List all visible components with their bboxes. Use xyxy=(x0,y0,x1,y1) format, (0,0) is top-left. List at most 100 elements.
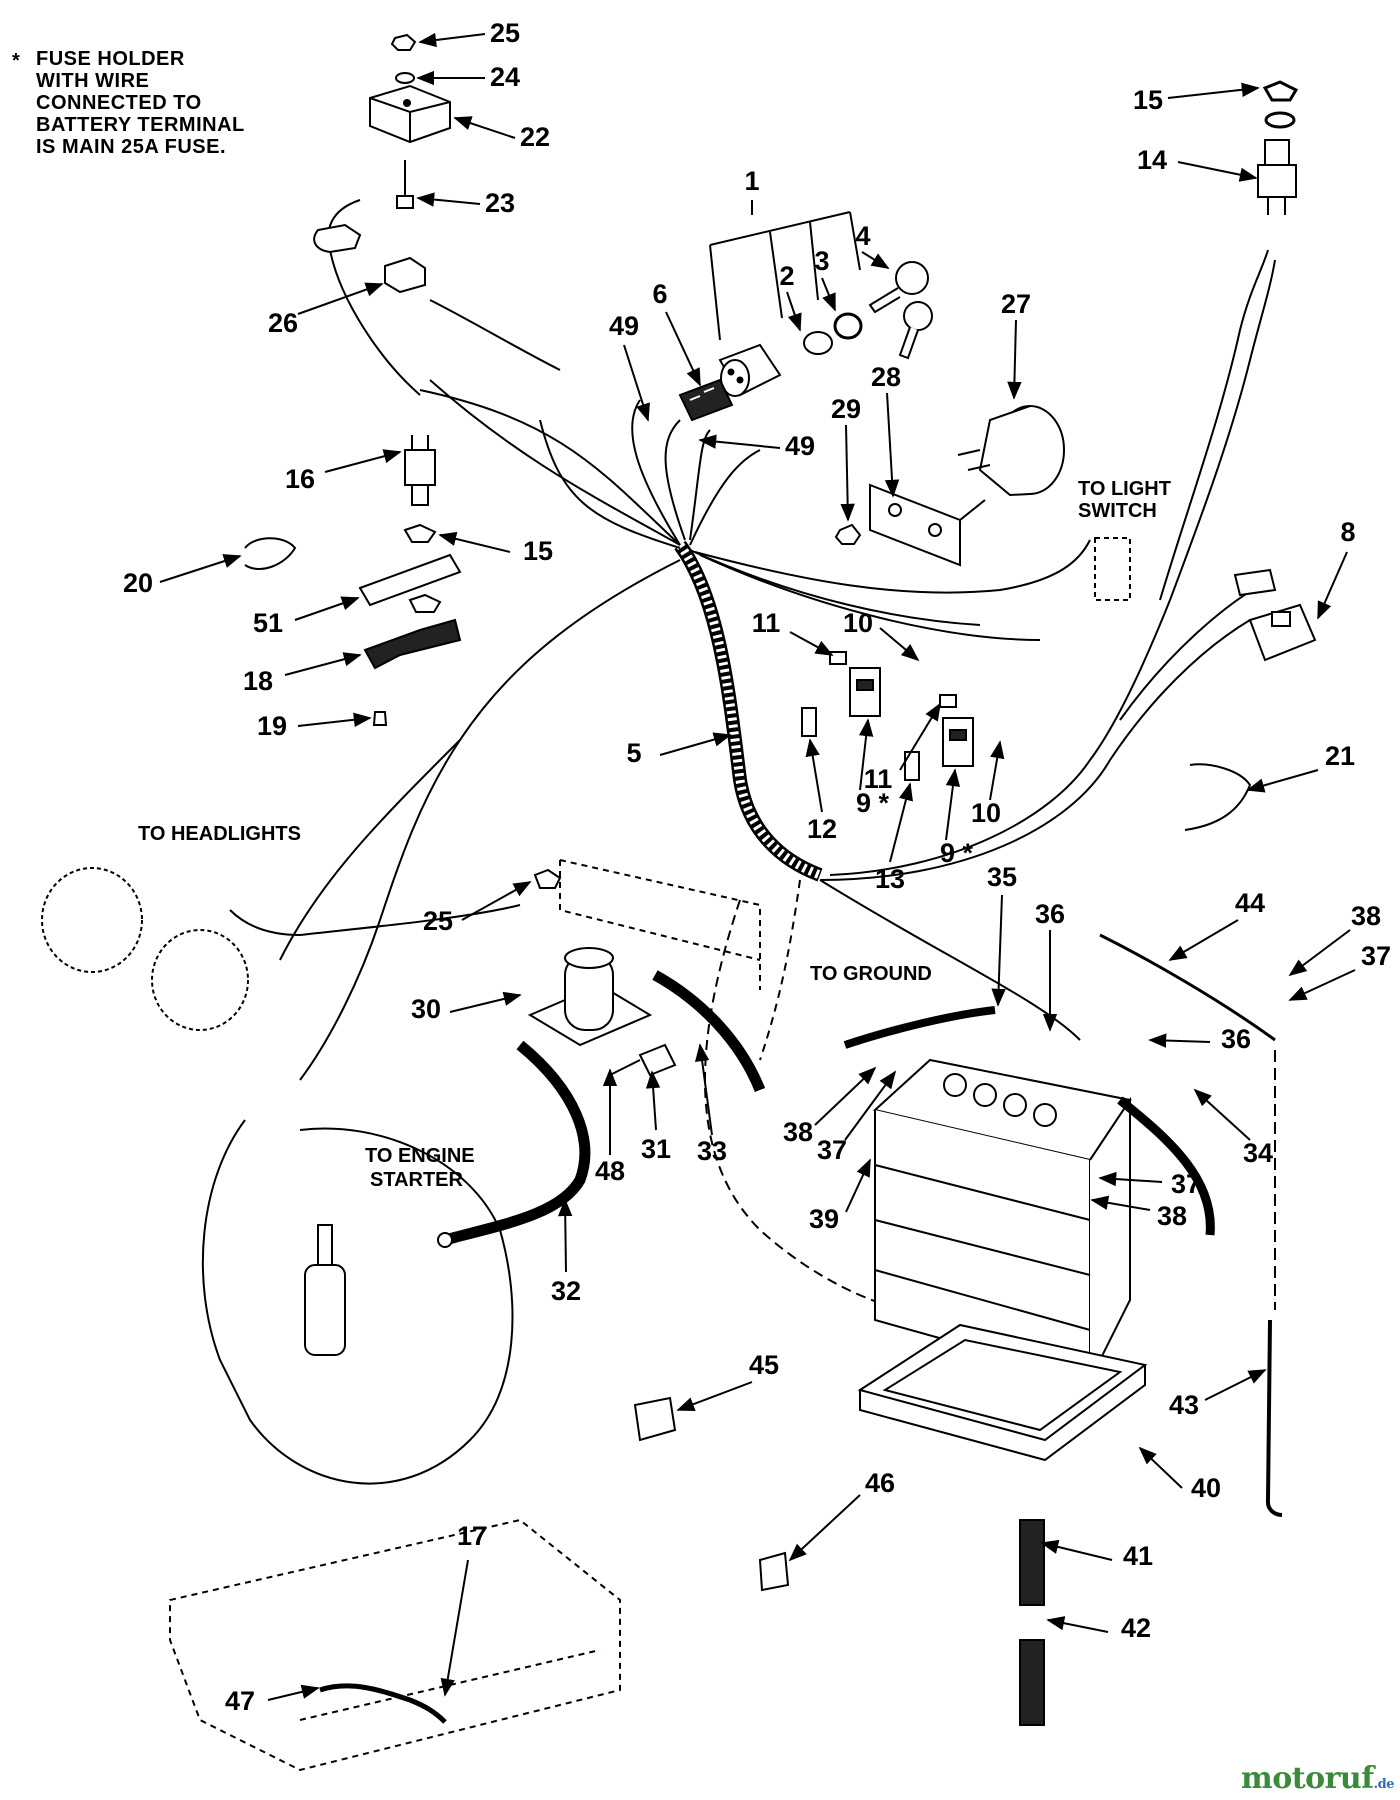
fuse-11a xyxy=(829,651,847,665)
leader-c18 xyxy=(284,652,362,676)
fuse-note: * FUSE HOLDER WITH WIRE CONNECTED TO BAT… xyxy=(12,48,314,158)
callout-c33: 33 xyxy=(697,1136,727,1166)
rod-44 xyxy=(1099,933,1276,1042)
note-marker: * xyxy=(12,50,21,72)
leader-c43 xyxy=(1204,1369,1267,1401)
frame-dashed xyxy=(169,1518,621,1772)
leader-c37a xyxy=(1288,969,1356,1001)
callout-c51: 51 xyxy=(253,608,283,638)
leader-c1-bracket xyxy=(709,200,861,341)
washer-15-top xyxy=(1264,111,1296,129)
leader-c4 xyxy=(861,251,890,269)
leader-c9a xyxy=(859,718,874,791)
callout-c38a: 38 xyxy=(1351,901,1381,931)
note-line: WITH WIRE xyxy=(36,70,150,92)
callout-c37b: 37 xyxy=(817,1135,847,1165)
washer-24 xyxy=(395,72,415,84)
note-line: BATTERY TERMINAL xyxy=(36,114,245,136)
fuse-block-9b xyxy=(942,717,974,767)
label-to-light-switch-2: SWITCH xyxy=(1078,500,1157,522)
clip-20 xyxy=(244,537,297,570)
leader-c25a xyxy=(418,32,486,48)
leader-c21 xyxy=(1246,769,1319,793)
nut-29 xyxy=(834,523,862,545)
callout-c35: 35 xyxy=(987,862,1017,892)
callout-c21: 21 xyxy=(1325,741,1355,771)
label-to-engine-starter-1: TO ENGINE xyxy=(365,1145,475,1167)
note-line: FUSE HOLDER xyxy=(36,48,185,70)
leader-c13 xyxy=(889,782,913,863)
battery-39 xyxy=(872,1058,1132,1382)
callout-c12: 12 xyxy=(807,814,837,844)
callout-c20: 20 xyxy=(123,568,153,598)
leader-c38a xyxy=(1288,929,1351,977)
callout-c49b: 49 xyxy=(785,431,815,461)
leader-c3 xyxy=(821,277,836,312)
callout-c24: 24 xyxy=(490,62,520,92)
callout-c26: 26 xyxy=(268,308,298,338)
callout-c5: 5 xyxy=(626,738,641,768)
leader-c26 xyxy=(297,282,384,315)
sleeve-42a xyxy=(1019,1519,1045,1606)
bracket-18 xyxy=(363,618,462,670)
callout-c30: 30 xyxy=(411,994,441,1024)
callout-c42: 42 xyxy=(1121,1613,1151,1643)
callout-c16: 16 xyxy=(285,464,315,494)
callout-c46: 46 xyxy=(865,1468,895,1498)
note-line: IS MAIN 25A FUSE. xyxy=(36,136,227,158)
callout-c6: 6 xyxy=(652,279,667,309)
callout-c31: 31 xyxy=(641,1134,671,1164)
callout-leaders xyxy=(159,32,1356,1701)
callout-c11a: 11 xyxy=(752,608,781,638)
leader-c8 xyxy=(1317,551,1348,620)
nut-15-mid xyxy=(403,523,437,543)
callout-c38b: 38 xyxy=(783,1117,813,1147)
callout-c39: 39 xyxy=(809,1204,839,1234)
connector-6 xyxy=(678,378,734,422)
ignition-switch xyxy=(718,343,782,397)
starter-solenoid-30 xyxy=(527,947,653,1047)
hour-meter-27 xyxy=(957,405,1065,497)
label-to-light-switch-1: TO LIGHT xyxy=(1078,478,1171,500)
cable-35 xyxy=(843,1006,996,1049)
callout-c2: 2 xyxy=(779,261,794,291)
leader-c34 xyxy=(1193,1088,1251,1141)
bracket-28 xyxy=(869,483,986,567)
leader-c36b xyxy=(1148,1033,1211,1048)
connector-26 xyxy=(313,223,426,294)
leader-c33 xyxy=(695,1043,713,1136)
callout-c17: 17 xyxy=(457,1521,487,1551)
switch-8 xyxy=(1233,568,1317,662)
leader-c38b xyxy=(814,1066,877,1126)
callout-c49a: 49 xyxy=(609,311,639,341)
ignition-coil xyxy=(304,1224,346,1356)
leader-c14 xyxy=(1177,161,1258,182)
callout-c15a: 15 xyxy=(523,536,553,566)
callout-c37c: 37 xyxy=(1171,1169,1201,1199)
switch-16 xyxy=(404,435,436,506)
leader-c51 xyxy=(294,596,360,621)
callout-c34: 34 xyxy=(1243,1138,1273,1168)
callout-c18: 18 xyxy=(243,666,273,696)
clip-21 xyxy=(1184,763,1252,831)
callout-c13: 13 xyxy=(875,864,905,894)
leader-c11b xyxy=(899,702,941,771)
leader-c29 xyxy=(840,424,855,522)
callout-c22: 22 xyxy=(520,122,550,152)
leader-c41 xyxy=(1040,1539,1113,1561)
nut-25-top xyxy=(390,33,417,51)
wire-harness xyxy=(229,199,1276,1321)
leader-c23 xyxy=(416,192,481,207)
washer-2 xyxy=(803,331,833,355)
nut-25-mid xyxy=(533,868,562,889)
callout-c36b: 36 xyxy=(1221,1024,1251,1054)
leader-c16 xyxy=(324,449,402,473)
callout-c38c: 38 xyxy=(1157,1201,1187,1231)
callout-c27: 27 xyxy=(1001,289,1031,319)
leader-c11a xyxy=(789,631,834,656)
leader-c20 xyxy=(159,554,242,583)
leader-c5 xyxy=(659,732,732,756)
callout-c29: 29 xyxy=(831,394,861,424)
plate-51 xyxy=(358,553,462,607)
